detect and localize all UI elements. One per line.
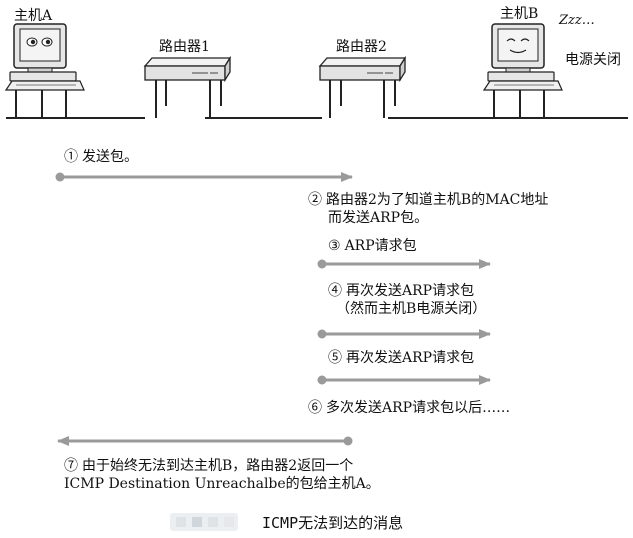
host-b-label: 主机B — [500, 6, 538, 22]
arrow-step-5 — [317, 375, 491, 385]
host-b-sleeping-face-icon — [506, 38, 530, 54]
router-1-label: 路由器1 — [159, 39, 210, 55]
arrow-step-4 — [317, 329, 491, 339]
router-1-icon — [143, 55, 232, 83]
host-b-sleep-text: Zzz… — [558, 13, 595, 28]
figure-caption: ICMP无法到达的消息 — [262, 514, 403, 532]
host-b-power-status: 电源关闭 — [565, 52, 621, 68]
network-backbone — [6, 80, 628, 119]
arrow-step-3 — [317, 259, 491, 269]
host-a-face-icon — [26, 37, 53, 47]
host-a-computer — [4, 23, 85, 91]
arrow-step-7-return — [57, 436, 353, 446]
caption-blur-mark — [170, 513, 238, 531]
router-2-icon — [318, 55, 407, 83]
arrow-step-1 — [55, 172, 353, 182]
host-a-label: 主机A — [14, 8, 53, 24]
host-b-computer — [482, 23, 563, 91]
router-2-label: 路由器2 — [336, 39, 387, 55]
